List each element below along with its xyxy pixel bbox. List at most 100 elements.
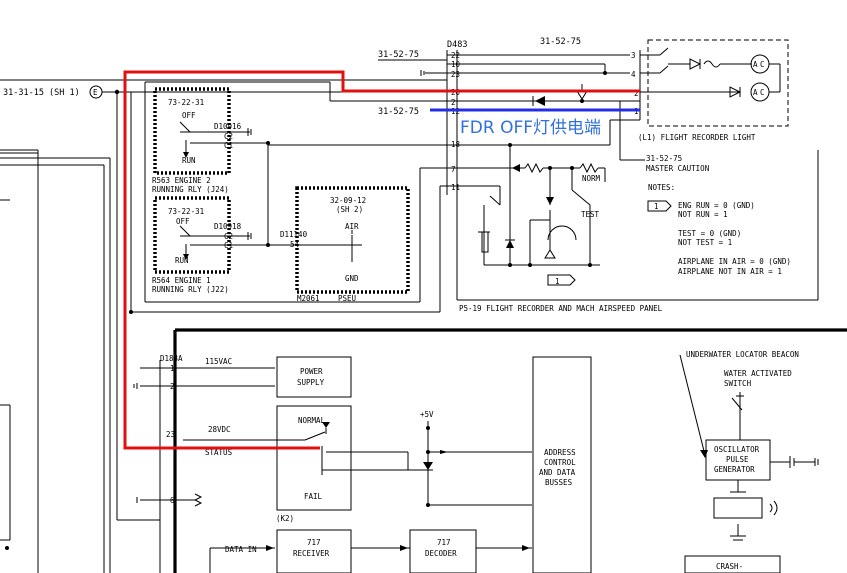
plus5v: +5V [420,410,434,419]
relay2-name2: RUNNING RLY (J24) [152,185,229,194]
relay1-off: OFF [176,217,190,226]
pseu-id: M2061 [297,294,320,303]
plus5v-branch [423,421,532,507]
pin-c1b: C1 [224,241,233,250]
relay2-name: R563 ENGINE 2 [152,176,211,185]
v28: 28VDC [208,425,231,434]
status: STATUS [205,448,233,457]
note3b: AIRPLANE NOT IN AIR = 1 [678,267,782,276]
ref-top1: 31-52-75 [378,50,419,60]
ulb-section [679,354,819,573]
note2b: NOT TEST = 1 [678,238,732,247]
pseu-gnd: GND [345,274,359,283]
conn-d183a: D183A [160,354,183,363]
pseu-name: PSEU [338,294,356,303]
note1a: ENG RUN = 0 (GND) [678,201,755,210]
pseu-conn: D11140 [280,230,308,239]
pin-r3: 3 [631,51,636,60]
addr3: AND DATA [539,468,576,477]
decoder-2: DECODER [425,549,457,558]
ref-mid: 31-52-75 [378,107,419,117]
pin-c2b: C2 [224,232,233,241]
pin-11: 11 [451,183,460,192]
lamp-c-bottom: C [760,88,765,97]
panel-name: P5-19 FLIGHT RECORDER AND MACH AIRSPEED … [459,304,663,313]
ref-e: E [93,88,98,97]
receiver-1: 717 [307,538,321,547]
v115: 115VAC [205,357,232,366]
relay1-ref: 73-22-31 [168,207,204,216]
relay1-name: R564 ENGINE 1 [152,276,211,285]
fdr-off-annotation: FDR OFF灯供电端 [460,118,601,138]
notes-title: NOTES: [648,183,675,192]
relay2-id: D10916 [214,122,242,131]
pin-r2: 2 [634,89,639,98]
lamp-c-top: C [760,60,765,69]
ref-top2: 31-52-75 [540,37,581,47]
pseu-air: AIR [345,222,359,231]
conn-d483: D483 [447,40,467,50]
receiver-decoder [209,529,532,573]
data-in: DATA IN [225,545,257,554]
light-label: (L1) FLIGHT RECORDER LIGHT [638,133,756,142]
pin-c2a: C2 [224,132,233,141]
relay-box-eng1 [153,141,300,274]
decoder-1: 717 [437,538,451,547]
was2: SWITCH [724,379,752,388]
flag-1-num: 1 [555,277,560,286]
diode-network [447,84,645,267]
relay1-id: D10918 [214,222,242,231]
relay2-ref: 73-22-31 [168,98,204,107]
relay1-name2: RUNNING RLY (J22) [152,285,229,294]
relay-box-eng2 [153,87,268,175]
pin-c1a: C1 [224,141,233,150]
was1: WATER ACTIVATED [724,369,792,378]
ref-left-sh1: 31-31-15 (SH 1) [3,88,80,98]
test-label: TEST [581,210,600,219]
relay2-off: OFF [182,111,196,120]
power-supply-2: SUPPLY [297,378,325,387]
osc1: OSCILLATOR [714,445,760,454]
lamp-a-top: A [753,60,758,69]
pin-23: 23 [451,70,460,79]
pseu-ref: 32-09-12 [330,196,366,205]
normal: NORMAL [298,416,326,425]
recorder-frame [173,328,847,573]
pseu-box [295,186,410,294]
address-bus-box [532,356,592,573]
k2-relay-box [183,405,428,511]
addr2: CONTROL [544,458,576,467]
norm-label: NORM [582,174,601,183]
addr4: BUSSES [545,478,573,487]
power-supply-1: POWER [300,367,323,376]
ref-mc: 31-52-75 [646,154,682,163]
pin-r4: 4 [631,70,636,79]
pin-7: 7 [451,165,456,174]
flag-1 [547,274,576,286]
note-flag [647,200,672,212]
osc2: PULSE [726,455,749,464]
left-frame [0,149,111,573]
note2a: TEST = 0 (GND) [678,229,741,238]
note3a: AIRPLANE IN AIR = 0 (GND) [678,257,791,266]
crash: CRASH- [716,562,743,571]
master-caution: MASTER CAUTION [646,164,709,173]
addr1: ADDRESS [544,448,576,457]
power-supply-box [276,356,352,398]
pin-d23: 23 [166,430,175,439]
pseu-ref-sh: (SH 2) [336,205,363,214]
relay1-run: RUN [175,256,189,265]
pin-54: 54 [290,240,300,249]
k2: (K2) [276,514,294,523]
pin-2: 2 [451,98,456,107]
note1-num: 1 [654,202,659,211]
lamp-a-bottom: A [753,88,758,97]
receiver-2: RECEIVER [293,549,330,558]
relay2-run: RUN [182,156,196,165]
osc3: GENERATOR [714,465,755,474]
flight-recorder-light: A C A C [640,39,789,127]
ulb-label: UNDERWATER LOCATOR BEACON [686,350,799,359]
fail: FAIL [304,492,323,501]
note1b: NOT RUN = 1 [678,210,728,219]
